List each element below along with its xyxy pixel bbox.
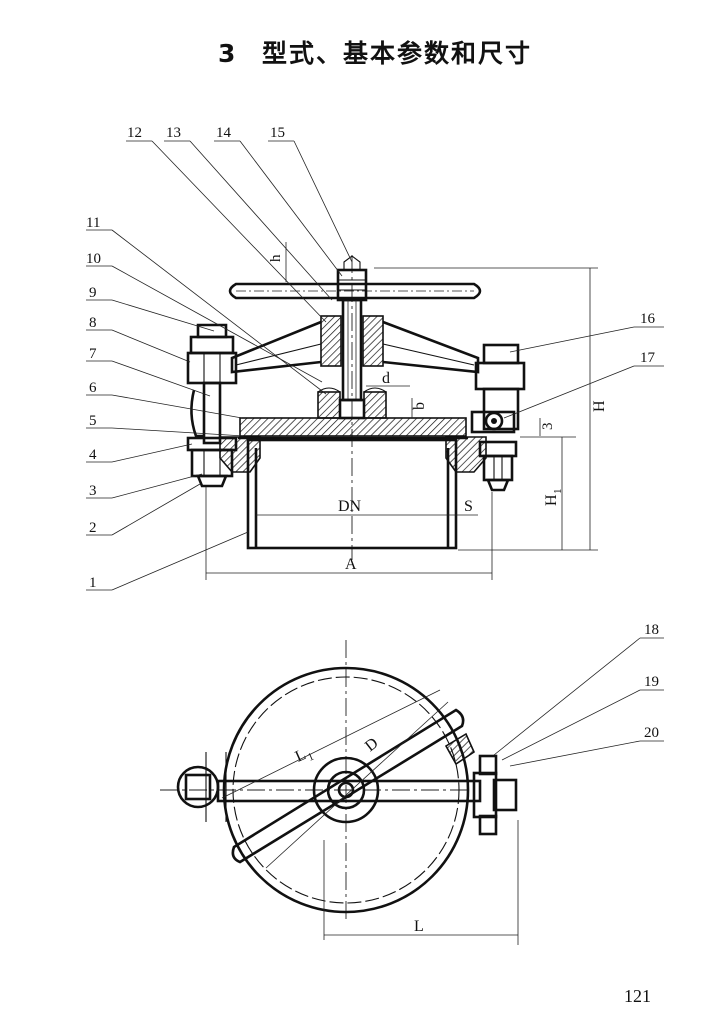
t-handle xyxy=(228,282,482,300)
front-section-view: DN S A H H 1 b d 3 h 1 2 3 4 5 6 7 8 9 1… xyxy=(86,125,664,767)
boss-nut xyxy=(320,315,384,367)
dimension-lines xyxy=(205,242,598,580)
right-hinge-lug xyxy=(470,343,526,492)
callout-1: 1 xyxy=(89,575,97,591)
callout-10: 10 xyxy=(86,251,101,267)
section-number: 3 xyxy=(218,39,237,68)
cover-inner-circle xyxy=(232,676,460,904)
plan-view: L 1 D L 18 19 20 xyxy=(160,622,659,945)
callout-16: 16 xyxy=(640,311,656,327)
callout-leaders xyxy=(86,140,664,767)
plan-left-hinge-eye xyxy=(176,752,227,822)
svg-text:1: 1 xyxy=(306,751,316,764)
callout-7: 7 xyxy=(89,346,97,362)
section-title: 型式、基本参数和尺寸 xyxy=(262,39,532,68)
callout-8: 8 xyxy=(89,315,97,331)
dim-s: S xyxy=(464,498,473,515)
plan-right-swing-bolt xyxy=(444,732,518,836)
dim-l: L xyxy=(414,918,424,935)
page-number: 121 xyxy=(624,986,651,1006)
dim-h2: h xyxy=(268,254,284,262)
callout-14: 14 xyxy=(216,125,232,141)
callout-4: 4 xyxy=(89,447,97,463)
dim-dn: DN xyxy=(338,498,362,515)
cover-plate xyxy=(239,417,467,437)
callout-11: 11 xyxy=(86,215,100,231)
dim-d-small: d xyxy=(382,370,390,387)
dim-h: H xyxy=(591,400,608,412)
dim-a: A xyxy=(345,556,357,573)
svg-text:1: 1 xyxy=(552,489,564,495)
callout-20: 20 xyxy=(644,725,659,741)
dim-l1: L 1 xyxy=(293,746,316,766)
dim-3: 3 xyxy=(540,423,556,431)
dim-d-big: D xyxy=(362,735,382,756)
dim-h1: H 1 xyxy=(543,489,564,507)
callout-9: 9 xyxy=(89,285,97,301)
svg-text:H: H xyxy=(543,494,560,506)
flange xyxy=(219,436,487,473)
callout-19: 19 xyxy=(644,674,659,690)
callout-12: 12 xyxy=(127,125,142,141)
yoke-arms xyxy=(230,320,480,374)
callout-15: 15 xyxy=(270,125,285,141)
plan-handle-bar xyxy=(231,708,465,864)
stem-collar xyxy=(317,387,387,420)
callout-2: 2 xyxy=(89,520,97,536)
cover-outer-circle xyxy=(222,666,470,914)
shell-cylinder xyxy=(246,438,458,550)
dim-b: b xyxy=(411,402,428,410)
callout-5: 5 xyxy=(89,413,97,429)
callout-3: 3 xyxy=(89,483,97,499)
callout-18: 18 xyxy=(644,622,659,638)
callout-13: 13 xyxy=(166,125,181,141)
left-hinge-bolt xyxy=(186,323,238,488)
callout-17: 17 xyxy=(640,350,656,366)
callout-6: 6 xyxy=(89,380,97,396)
